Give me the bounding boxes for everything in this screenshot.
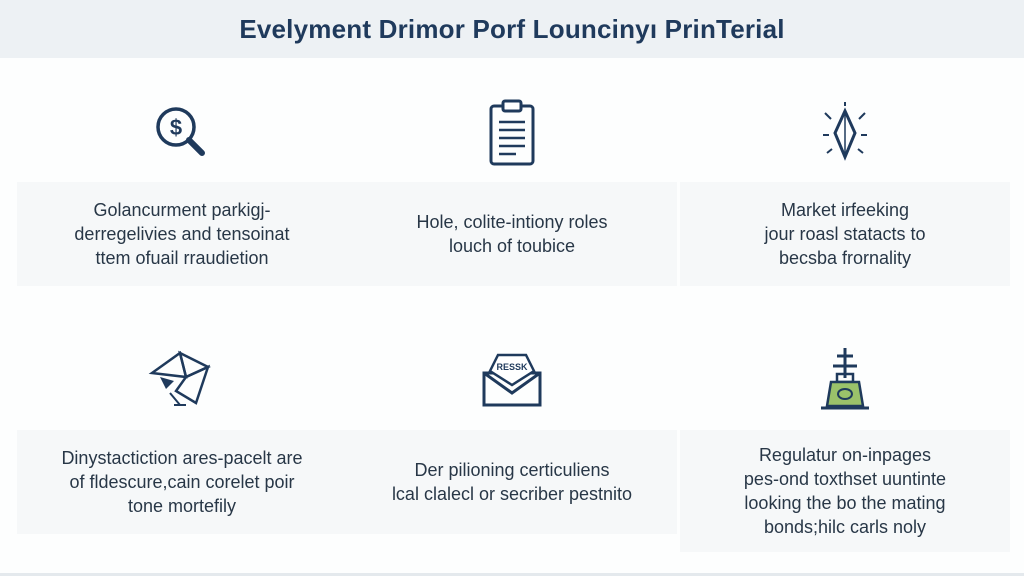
page-title: Evelyment Drimor Porf Louncinyı PrinTeri… <box>239 13 785 44</box>
card-3-line-3: becsba frornality <box>778 248 912 268</box>
card-6-line-4: bonds;hilc carls noly <box>763 517 927 537</box>
card-6-line-1: Regulatur on-inpages <box>758 445 932 465</box>
card-3-line-2: jour roasl statacts to <box>764 224 926 244</box>
card-2-text: Hole, colite-intiony roles louch of toub… <box>347 182 677 286</box>
card-2-line-1: Hole, colite-intiony roles <box>416 212 608 232</box>
card-2-line-2: louch of toubice <box>448 236 576 256</box>
envelope-label: RESSK <box>496 362 528 372</box>
card-1-line-2: derregelivies and tensoinat <box>74 224 290 244</box>
svg-text:$: $ <box>170 115 182 140</box>
card-5-text: Der pilioning certiculiens lcal clalecl … <box>347 430 677 534</box>
card-4-line-1: Dinystactiction ares-pacelt are <box>61 448 303 468</box>
card-5-line-1: Der pilioning certiculiens <box>414 460 610 480</box>
card-5-line-2: lcal clalecl or secriber pestnito <box>391 484 633 504</box>
card-grid: $ Golancurment parkigj- derregelivies an… <box>0 58 1024 576</box>
card-1-line-1: Golancurment parkigj- <box>93 200 271 220</box>
card-6-line-2: pes-ond toxthset uuntinte <box>743 469 947 489</box>
card-4-text: Dinystactiction ares-pacelt are of fldes… <box>17 430 347 534</box>
card-6-line-3: looking the bo the mating <box>744 493 946 513</box>
envelope-document-icon: RESSK <box>347 334 677 424</box>
card-4-line-3: tone mortefily <box>127 496 237 516</box>
sparkle-diamond-icon <box>680 88 1010 178</box>
bottom-divider <box>0 573 1024 576</box>
clipboard-icon <box>347 88 677 178</box>
card-6-text: Regulatur on-inpages pes-ond toxthset uu… <box>680 430 1010 552</box>
title-bar: Evelyment Drimor Porf Louncinyı PrinTeri… <box>0 0 1024 58</box>
card-1-text: Golancurment parkigj- derregelivies and … <box>17 182 347 286</box>
origami-bird-icon <box>17 334 347 424</box>
dollar-magnifier-icon: $ <box>17 88 347 178</box>
money-pedestal-icon <box>680 334 1010 424</box>
card-3-line-1: Market irfeeking <box>780 200 910 220</box>
card-3-text: Market irfeeking jour roasl statacts to … <box>680 182 1010 286</box>
card-4-line-2: of fldescure,cain corelet poir <box>69 472 295 492</box>
card-1-line-3: ttem ofuail rraudietion <box>95 248 269 268</box>
